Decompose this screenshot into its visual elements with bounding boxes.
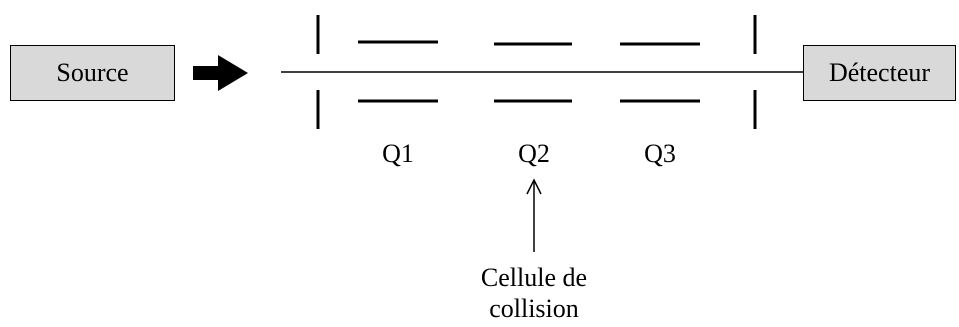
q1-label: Q1 [382, 139, 414, 168]
q2-label: Q2 [518, 139, 550, 168]
q3-label: Q3 [644, 139, 676, 168]
collision-cell-label-line2: collision [489, 294, 579, 323]
detector-box: Détecteur [803, 45, 956, 101]
collision-cell-label: Cellule de collision [481, 262, 587, 324]
detector-label: Détecteur [828, 58, 931, 87]
source-box: Source [10, 45, 175, 101]
up-arrow-icon [526, 178, 542, 195]
block-arrow-icon [193, 55, 248, 91]
source-label: Source [56, 58, 129, 87]
collision-cell-label-line1: Cellule de [480, 263, 588, 292]
